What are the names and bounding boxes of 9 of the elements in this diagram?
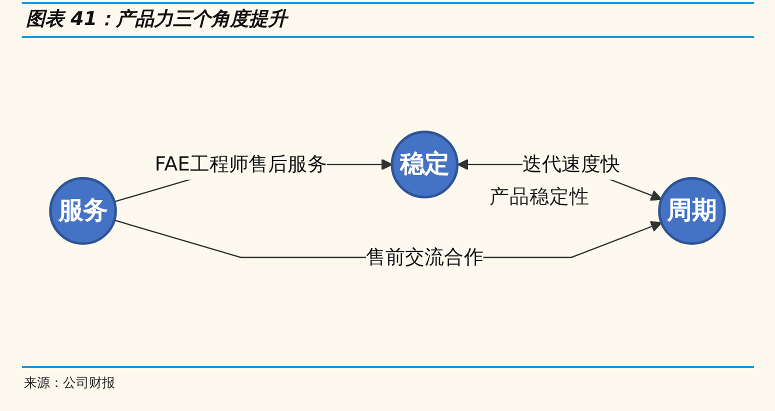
edge-label: 迭代速度快 — [522, 152, 620, 176]
edge-label: 售前交流合作 — [366, 245, 484, 269]
source-note: 来源：公司财报 — [24, 375, 115, 392]
node-circle: 服务 — [49, 177, 117, 245]
note-text: 产品稳定性 — [489, 184, 590, 210]
node-circle: 稳定 — [390, 130, 459, 198]
node-circle: 周期 — [658, 177, 726, 245]
chart-title: 图表 41：产品力三个角度提升 — [26, 7, 288, 32]
edge-label: FAE工程师售后服务 — [154, 152, 327, 176]
